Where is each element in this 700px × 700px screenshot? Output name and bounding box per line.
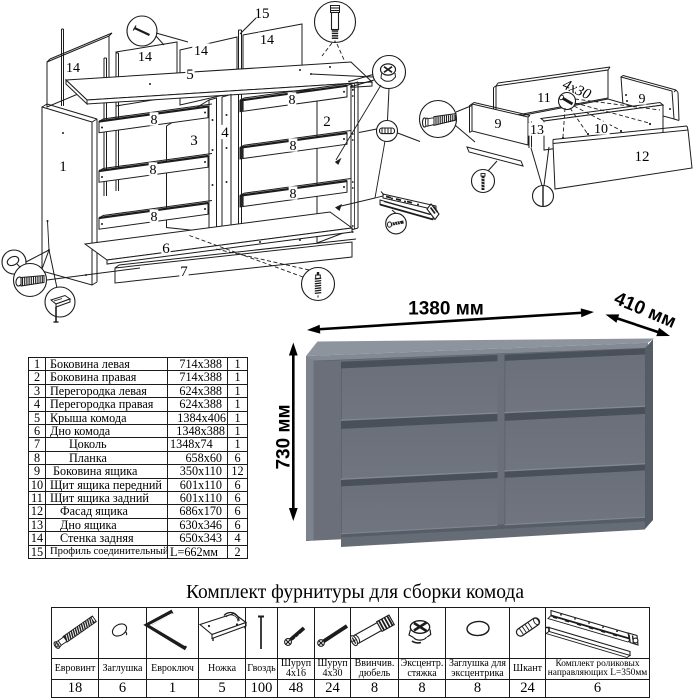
svg-text:6: 6 [162,241,170,257]
svg-text:1: 1 [59,159,67,175]
svg-text:410 мм: 410 мм [611,288,679,333]
svg-text:14: 14 [260,33,274,48]
svg-text:13: 13 [530,123,544,138]
svg-text:8: 8 [290,187,297,202]
svg-text:11: 11 [537,91,550,106]
svg-text:9: 9 [495,117,502,132]
svg-text:5: 5 [186,67,194,83]
svg-text:14: 14 [194,44,208,59]
svg-text:12: 12 [635,149,650,165]
svg-text:8: 8 [290,139,297,154]
svg-text:14: 14 [66,61,80,76]
svg-text:8: 8 [289,93,296,108]
svg-text:4: 4 [221,125,229,141]
svg-text:8: 8 [151,113,158,128]
svg-text:15: 15 [255,6,270,22]
svg-text:9: 9 [639,92,646,107]
svg-text:14: 14 [138,50,152,65]
svg-text:1380 мм: 1380 мм [408,299,484,320]
svg-text:7: 7 [180,264,188,280]
svg-text:2: 2 [323,114,331,130]
svg-text:8: 8 [150,163,157,178]
svg-text:730 мм: 730 мм [274,404,295,469]
svg-text:8: 8 [151,210,158,225]
svg-text:10: 10 [594,122,608,137]
svg-text:3: 3 [190,133,198,149]
